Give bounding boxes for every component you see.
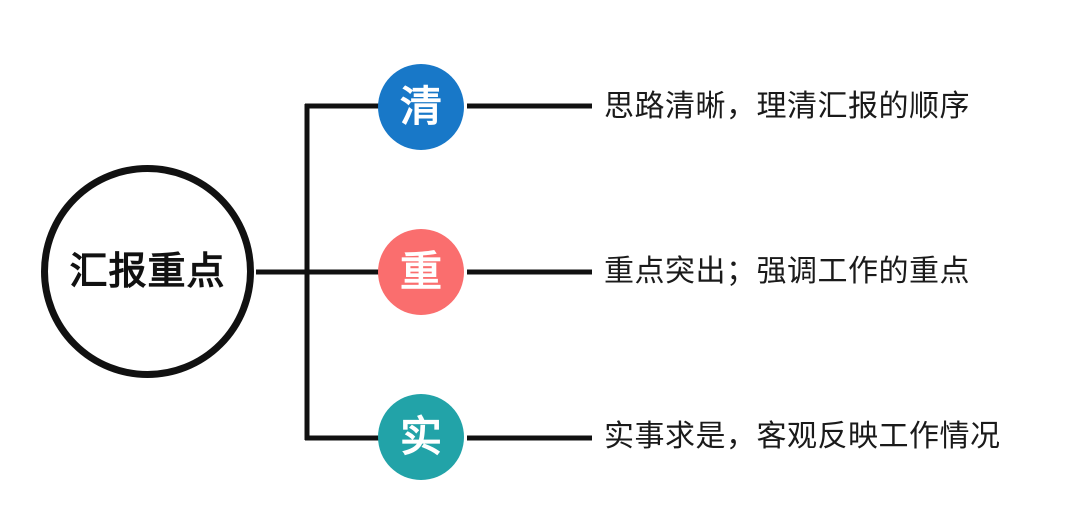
hub-label: 汇报重点: [69, 250, 226, 293]
hub-node[interactable]: 汇报重点: [41, 165, 254, 378]
branch-node-zhong[interactable]: 重: [378, 229, 464, 315]
branch-glyph-shi: 实: [399, 413, 442, 460]
branch-glyph-zhong: 重: [399, 248, 442, 295]
branch-glyph-qing: 清: [399, 83, 442, 130]
branch-description-shi: 实事求是，客观反映工作情况: [604, 420, 1001, 453]
branch-description-zhong: 重点突出；强调工作的重点: [604, 255, 970, 288]
branch-description-qing: 思路清晰，理清汇报的顺序: [604, 90, 970, 123]
branch-node-shi[interactable]: 实: [378, 394, 464, 480]
branch-node-qing[interactable]: 清: [378, 64, 464, 150]
